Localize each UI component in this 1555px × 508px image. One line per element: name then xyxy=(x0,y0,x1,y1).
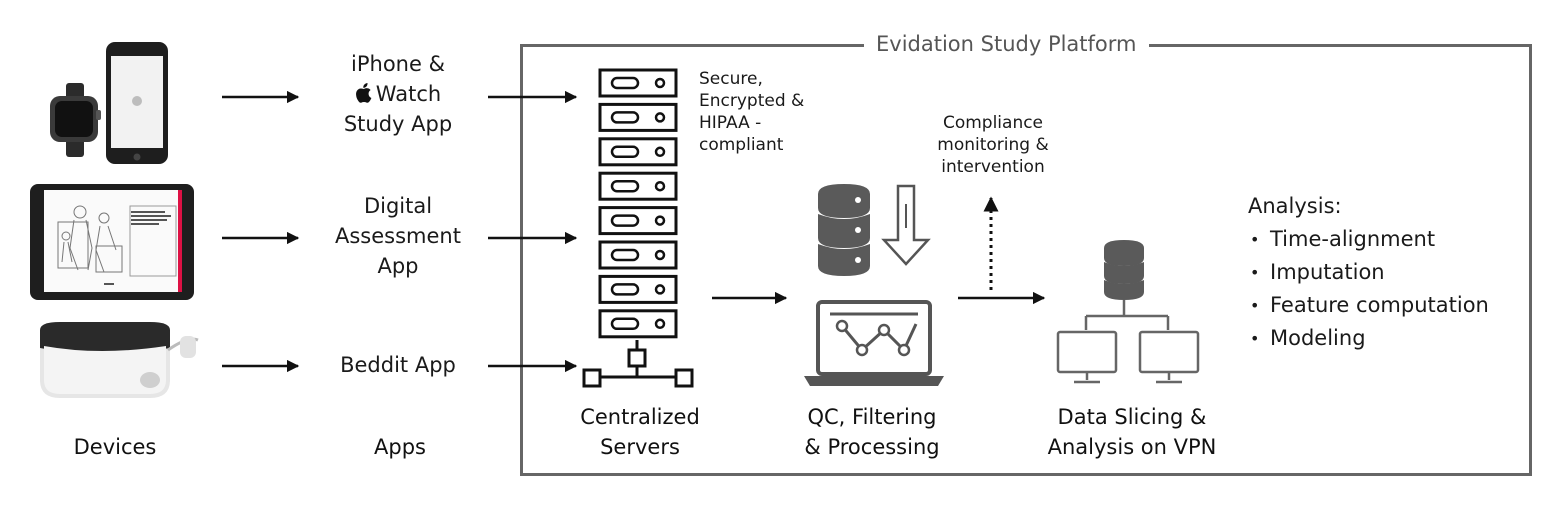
servers-caption-line1: Centralized xyxy=(580,405,700,429)
server-unit-icon xyxy=(598,137,678,167)
server-unit-icon xyxy=(598,240,678,270)
ipad-device-icon xyxy=(30,184,194,300)
slicing-caption: Data Slicing & Analysis on VPN xyxy=(1034,402,1230,462)
qc-caption-line2: & Processing xyxy=(804,435,940,459)
laptop-chart-icon xyxy=(804,300,944,386)
server-unit-icon xyxy=(598,274,678,304)
analysis-item: Imputation xyxy=(1248,256,1489,289)
server-unit-icon xyxy=(598,171,678,201)
iphone-app-watch-text: Watch xyxy=(375,82,442,106)
beddit-sensor-icon xyxy=(40,322,199,398)
platform-title: Evidation Study Platform xyxy=(864,30,1149,58)
compliance-note: Compliance monitoring & intervention xyxy=(920,112,1066,178)
devices-column-label: Devices xyxy=(73,435,157,459)
compliance-line3: intervention xyxy=(941,157,1045,177)
database-icon xyxy=(818,184,870,276)
qc-caption-line1: QC, Filtering xyxy=(807,405,937,429)
digital-app-line2: Assessment xyxy=(335,224,461,248)
iphone-device-icon xyxy=(106,42,168,164)
servers-caption: Centralized Servers xyxy=(560,402,720,462)
server-note-line3: HIPAA - xyxy=(699,113,762,133)
compliance-line1: Compliance xyxy=(942,113,1044,133)
slicing-caption-line1: Data Slicing & xyxy=(1057,405,1207,429)
analysis-item: Feature computation xyxy=(1248,289,1489,322)
digital-app-line3: App xyxy=(377,254,419,278)
analysis-item: Time-alignment xyxy=(1248,223,1489,256)
digital-app-line1: Digital xyxy=(363,194,433,218)
server-note-line4: compliant xyxy=(699,135,784,155)
download-arrow-icon xyxy=(881,184,931,266)
server-note-line1: Secure, xyxy=(699,69,763,89)
servers-caption-line2: Servers xyxy=(600,435,680,459)
apps-column-label: Apps xyxy=(374,435,426,459)
slicing-caption-line2: Analysis on VPN xyxy=(1047,435,1217,459)
compliance-line2: monitoring & xyxy=(937,135,1049,155)
apple-watch-icon xyxy=(50,83,101,157)
analysis-items: Time-alignment Imputation Feature comput… xyxy=(1248,223,1489,355)
iphone-app-line3: Study App xyxy=(343,112,453,136)
analysis-list: Analysis: Time-alignment Imputation Feat… xyxy=(1248,190,1489,355)
iphone-app-line1: iPhone & xyxy=(351,52,445,76)
qc-caption: QC, Filtering & Processing xyxy=(784,402,960,462)
iphone-app-line2: Watch xyxy=(318,79,478,109)
server-unit-icon xyxy=(598,102,678,132)
apple-logo-icon xyxy=(355,83,372,103)
analysis-item: Modeling xyxy=(1248,322,1489,355)
server-rack-icon xyxy=(598,68,678,339)
iphone-watch-app-label: iPhone & Watch Study App xyxy=(318,49,478,139)
server-unit-icon xyxy=(598,206,678,236)
server-note-line2: Encrypted & xyxy=(699,91,805,111)
server-network-connector-icon xyxy=(582,340,694,388)
network-computers-icon xyxy=(1056,240,1200,384)
server-unit-icon xyxy=(598,68,678,98)
digital-assessment-app-label: Digital Assessment App xyxy=(318,191,478,281)
beddit-app-label: Beddit App xyxy=(340,353,456,377)
analysis-title: Analysis: xyxy=(1248,194,1342,218)
server-unit-icon xyxy=(598,309,678,339)
server-security-note: Secure, Encrypted & HIPAA - compliant xyxy=(699,68,804,156)
